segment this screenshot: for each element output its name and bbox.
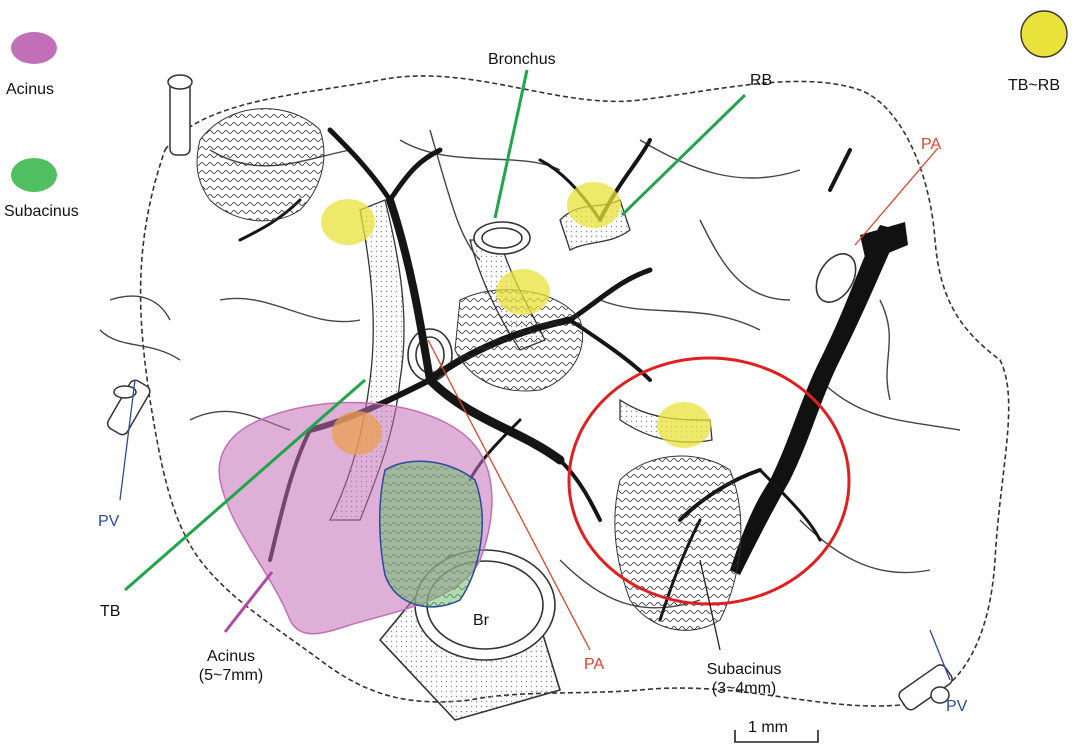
acinus-size-line1: Acinus <box>186 647 276 666</box>
bronchus-leader <box>495 70 527 218</box>
tb-rb-marker <box>332 411 382 455</box>
legend-acinus-label: Acinus <box>6 80 54 99</box>
pa-top-label: PA <box>921 135 941 154</box>
scale-bar-label: 1 mm <box>748 718 788 737</box>
acinus-size-label: Acinus (5~7mm) <box>186 647 276 685</box>
br-label: Br <box>473 611 489 630</box>
legend-acinus-swatch <box>11 32 57 64</box>
subacinus-size-line1: Subacinus <box>694 660 794 679</box>
subacinus-size-line2: (3~4mm) <box>694 679 794 698</box>
acinus-size-line2: (5~7mm) <box>186 666 276 685</box>
rb-label: RB <box>750 71 772 90</box>
pv-right-label: PV <box>946 697 967 716</box>
legend-subacinus-label: Subacinus <box>4 202 79 221</box>
legend-tb-rb-label: TB~RB <box>1008 76 1060 95</box>
subacinus-size-label: Subacinus (3~4mm) <box>694 660 794 698</box>
pa-bottom-label: PA <box>584 655 604 674</box>
tb-rb-marker <box>657 402 711 448</box>
tb-rb-marker <box>567 182 621 228</box>
acinus-leader <box>225 572 272 632</box>
pv-left-label: PV <box>98 512 119 531</box>
tb-label: TB <box>100 602 120 621</box>
legend-tb-rb-swatch <box>1021 11 1067 57</box>
bronchus-label: Bronchus <box>488 50 556 69</box>
subacinus-highlight <box>380 461 482 607</box>
pulmonary-artery-right <box>730 222 908 575</box>
tb-rb-marker <box>496 269 550 315</box>
legend-subacinus-swatch <box>11 158 57 192</box>
tb-rb-marker <box>321 199 375 245</box>
